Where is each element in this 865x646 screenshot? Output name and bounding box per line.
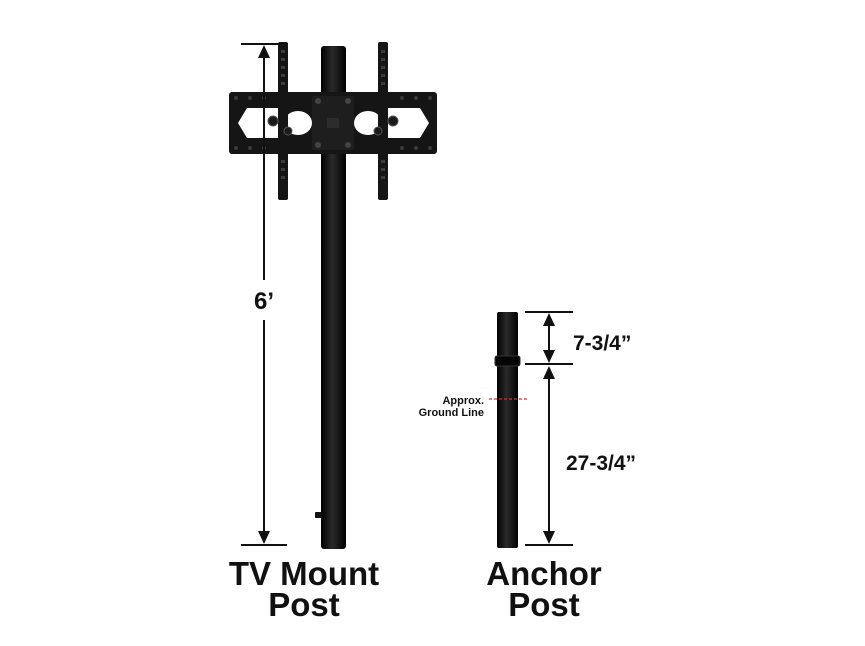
tv-mount-caption-line1: TV Mount <box>228 555 380 592</box>
anchor-tube <box>497 312 518 548</box>
anchor-top-dimension <box>525 311 573 365</box>
tv-height-dimension <box>241 43 287 546</box>
tv-height-label: 6’ <box>254 288 274 315</box>
tv-mount-bracket <box>229 42 437 200</box>
bracket-knob-right <box>387 115 399 127</box>
bracket-knob-left <box>267 115 279 127</box>
anchor-bottom-dimension <box>525 366 573 546</box>
ground-line-label-2: Ground Line <box>419 407 484 419</box>
tv-pole <box>321 46 346 549</box>
anchor-caption-line2: Post <box>508 586 580 623</box>
bracket-arm-left <box>278 42 288 200</box>
ground-line-label-1: Approx. <box>442 395 484 407</box>
anchor-post: Approx. Ground Line 7-3/4” 27-3/4” <box>419 311 636 548</box>
tv-mount-post-caption: TV Mount Post <box>204 555 404 623</box>
anchor-top-label: 7-3/4” <box>573 332 631 355</box>
bracket-slot-right <box>386 108 429 138</box>
anchor-post-caption: Anchor Post <box>464 555 624 623</box>
anchor-collar <box>494 355 521 367</box>
anchor-bottom-label: 27-3/4” <box>566 452 636 475</box>
anchor-caption-line1: Anchor <box>486 555 602 592</box>
tv-mount-post: 6’ <box>229 42 437 549</box>
bracket-slot-left <box>238 108 281 138</box>
tv-pole-foot-tab <box>315 512 322 518</box>
bracket-arm-right <box>378 42 388 200</box>
tv-mount-caption-line2: Post <box>268 586 340 623</box>
